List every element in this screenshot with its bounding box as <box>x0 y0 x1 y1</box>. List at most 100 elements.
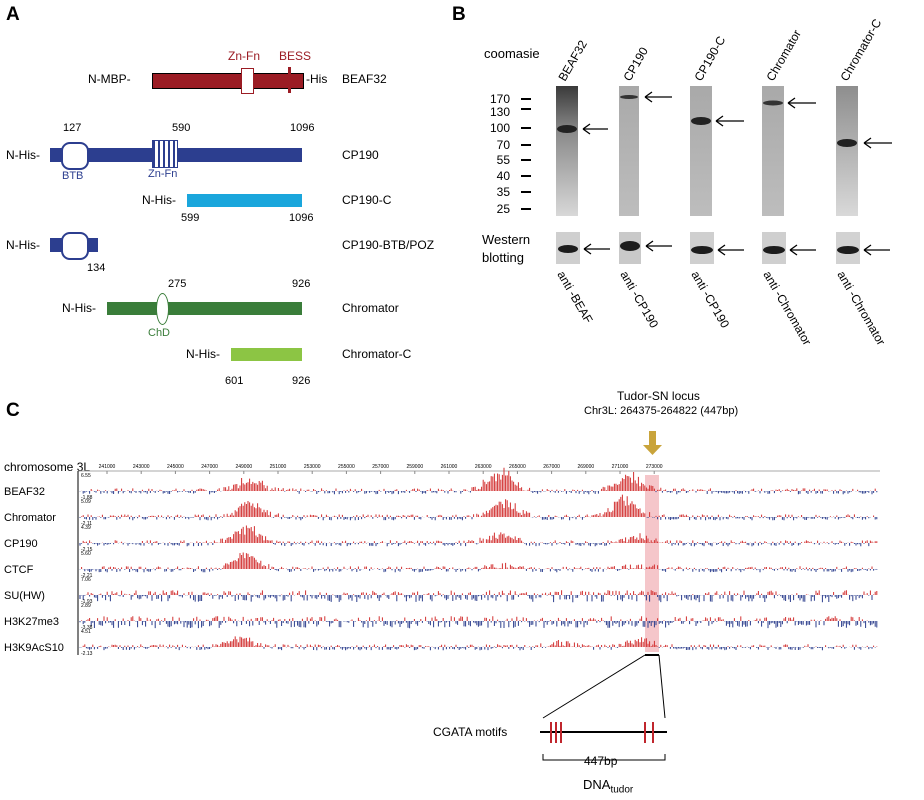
track-beaf32 <box>79 467 878 495</box>
arrow-chromator <box>787 97 816 109</box>
dna-tudor-label: DNAtudor <box>583 777 633 796</box>
ruler-tick-label: 249000 <box>235 464 252 470</box>
coomasie-lane-cp190 <box>619 86 639 216</box>
cp190c-n1: 599 <box>181 212 200 224</box>
chromator-chd-domain <box>156 293 169 325</box>
gel-figure: 170 130 100 70 55 40 35 25 BEAF32 CP190 … <box>490 16 892 348</box>
band-chromator <box>763 100 783 106</box>
panel-b-label: B <box>452 4 466 25</box>
chromatorc-prefix: N-His- <box>186 347 220 361</box>
coomasie-lane-chromator <box>762 86 784 216</box>
locus-arrow-icon <box>643 431 662 455</box>
cp190c-n2: 1096 <box>289 212 314 224</box>
cp190btb-n1: 134 <box>87 262 106 274</box>
chromatorc-n1: 601 <box>225 375 244 387</box>
track-ctcf <box>79 552 878 573</box>
track-min-label: -2.13 <box>81 651 93 657</box>
cp190-n1: 127 <box>63 122 82 134</box>
cp190c-name: CP190-C <box>342 193 392 207</box>
marker-label: 25 <box>497 202 511 216</box>
length-bracket <box>542 754 666 761</box>
beaf32-suffix: -His <box>306 72 328 86</box>
antibody-label: anti -CP190 <box>688 269 732 331</box>
track-su-hw- <box>79 590 878 603</box>
western-label-line1: Western <box>482 232 531 247</box>
chromatorc-name: Chromator-C <box>342 347 412 361</box>
coomasie-lane-chromatorc <box>836 86 858 216</box>
ruler-tick-label: 251000 <box>270 464 287 470</box>
track-label: CP190 <box>4 538 38 550</box>
coomasie-lane-cp190c <box>690 86 712 216</box>
beaf32-znfn-label: Zn-Fn <box>228 49 261 63</box>
ruler-tick-label: 255000 <box>338 464 355 470</box>
marker-label: 170 <box>490 92 510 106</box>
beaf32-bess-label: BESS <box>279 49 312 63</box>
lane-label: Chromator <box>763 27 803 83</box>
lane-label: BEAF32 <box>555 38 590 84</box>
cp190-name: CP190 <box>342 148 379 162</box>
marker-label: 130 <box>490 105 510 119</box>
arrow-cp190 <box>644 91 672 103</box>
coomasie-lane-beaf32 <box>556 86 578 216</box>
antibody-label: anti -Chromator <box>834 269 888 348</box>
arrow-chromatorc <box>863 137 892 149</box>
track-label: Chromator <box>4 512 56 524</box>
zoom-line-left <box>542 654 646 719</box>
ruler-tick-label: 245000 <box>167 464 184 470</box>
locus-coords: Chr3L: 264375-264822 (447bp) <box>584 405 739 417</box>
marker-label: 35 <box>497 185 511 199</box>
track-min-label: -3.38 <box>81 625 93 631</box>
cp190btb-btb-domain <box>61 232 89 260</box>
marker-label: 40 <box>497 169 511 183</box>
zoom-line-right <box>658 654 666 719</box>
panel-c-label: C <box>6 400 20 421</box>
ruler-tick-label: 261000 <box>441 464 458 470</box>
track-min-label: -2.15 <box>81 547 93 553</box>
cp190-n3: 1096 <box>290 122 315 134</box>
track-cp190 <box>79 525 878 547</box>
track-label: CTCF <box>4 564 34 576</box>
marker-label: 55 <box>497 153 511 167</box>
ruler-tick-label: 243000 <box>133 464 150 470</box>
cp190c-bar <box>187 194 302 207</box>
length-label: 447bp <box>584 754 618 768</box>
antibody-label: anti -Chromator <box>760 269 814 348</box>
beaf32-bess-domain <box>288 67 291 93</box>
track-chromator <box>79 494 878 521</box>
cp190-btb-domain <box>61 142 89 170</box>
antibody-label: anti -BEAF <box>554 269 595 326</box>
ruler-tick-label: 241000 <box>99 464 116 470</box>
marker-label: 70 <box>497 138 511 152</box>
ruler-tick-label: 263000 <box>475 464 492 470</box>
ruler-tick-label: 259000 <box>406 464 423 470</box>
cp190-n2: 590 <box>172 122 191 134</box>
track-min-label: -2.21 <box>81 573 93 579</box>
arrow-cp190c <box>715 115 744 127</box>
track-label: BEAF32 <box>4 486 45 498</box>
beaf32-prefix: N-MBP- <box>88 72 131 86</box>
coomasie-label: coomasie <box>484 46 540 61</box>
western-label-line2: blotting <box>482 250 524 265</box>
chromator-n1: 275 <box>168 278 187 290</box>
cgata-motifs-label: CGATA motifs <box>433 725 508 739</box>
chromator-chd-label: ChD <box>148 327 171 339</box>
cp190-prefix: N-His- <box>6 148 40 162</box>
chromator-name: Chromator <box>342 301 399 315</box>
track-label: SU(HW) <box>4 590 45 602</box>
antibody-label: anti -CP190 <box>617 269 661 331</box>
ruler-tick-label: 265000 <box>509 464 526 470</box>
cp190-znfn-label: Zn-Fn <box>148 168 178 180</box>
gel-arrows <box>582 91 892 256</box>
cp190-btb-label: BTB <box>62 170 84 182</box>
track-max-label: 2.89 <box>81 603 91 609</box>
ruler-tick-label: 273000 <box>646 464 663 470</box>
track-h3k27me3 <box>79 616 878 629</box>
ruler-tick-label: 271000 <box>612 464 629 470</box>
chromatorc-n2: 926 <box>292 375 311 387</box>
track-max-label: 7.06 <box>81 577 91 583</box>
chromosome-label: chromosome 3L <box>4 460 91 474</box>
cgata-motifs <box>550 722 654 743</box>
track-max-label: 5.60 <box>81 551 91 557</box>
chromatorc-bar <box>231 348 302 361</box>
